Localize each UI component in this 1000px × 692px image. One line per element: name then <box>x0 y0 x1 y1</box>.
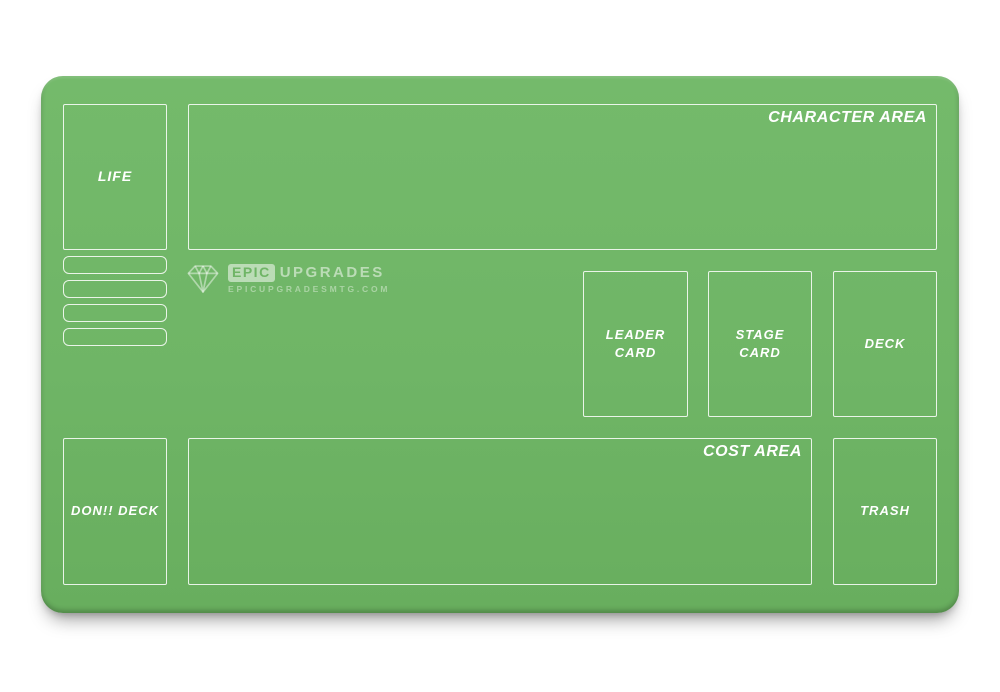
diamond-icon <box>187 265 219 293</box>
playmat: LIFE CHARACTER AREA LEADER CARD STAGE CA… <box>41 76 959 613</box>
trash-zone: TRASH <box>833 438 937 585</box>
cost-area-zone: COST AREA <box>188 438 812 585</box>
trash-zone-label: TRASH <box>860 503 910 519</box>
don-deck-label: DON!! DECK <box>71 503 159 519</box>
cost-area-label: COST AREA <box>702 443 802 460</box>
brand-word-epic: EPIC <box>228 264 275 282</box>
deck-zone: DECK <box>833 271 937 417</box>
life-slot <box>63 328 167 346</box>
leader-card-label: LEADER CARD <box>606 326 665 362</box>
life-slot <box>63 280 167 298</box>
character-area-label: CHARACTER AREA <box>768 109 927 126</box>
deck-zone-label: DECK <box>864 335 906 351</box>
life-slot <box>63 256 167 274</box>
stage-card-label: STAGE CARD <box>736 326 785 362</box>
brand-word-upgrades: UPGRADES <box>279 263 385 281</box>
website-url: EPICUPGRADESMTG.COM <box>228 283 391 294</box>
stage-card-zone: STAGE CARD <box>708 271 812 417</box>
leader-card-zone: LEADER CARD <box>583 271 688 417</box>
life-zone: LIFE <box>63 104 167 250</box>
life-slot <box>63 304 167 322</box>
leader-card-label-line2: CARD <box>614 345 657 360</box>
brand-text: EPIC UPGRADES EPICUPGRADESMTG.COM <box>228 264 390 294</box>
don-deck-zone: DON!! DECK <box>63 438 167 585</box>
brand-watermark: EPIC UPGRADES EPICUPGRADESMTG.COM <box>185 263 390 295</box>
leader-card-label-line1: LEADER <box>605 326 666 342</box>
stage-card-label-line2: CARD <box>739 345 781 360</box>
life-zone-label: LIFE <box>97 168 133 185</box>
stage-card-label-line1: STAGE <box>735 326 785 342</box>
character-area-zone: CHARACTER AREA <box>188 104 937 250</box>
